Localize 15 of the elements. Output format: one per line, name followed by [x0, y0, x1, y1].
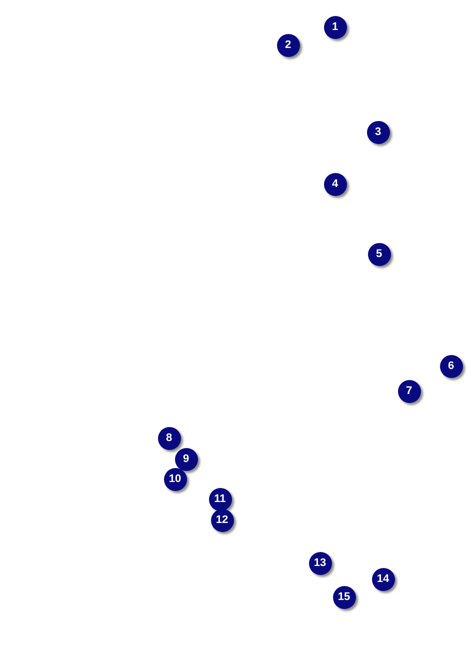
callout-number: 13	[308, 552, 332, 574]
callout-number: 11	[208, 488, 232, 510]
callout-number: 8	[158, 426, 180, 450]
callout-number: 12	[210, 508, 234, 532]
callout-number: 6	[440, 354, 462, 378]
callout-number: 5	[368, 242, 390, 266]
callout-number: 15	[332, 586, 356, 608]
callout-number: 2	[276, 34, 300, 56]
callout-number: 1	[324, 16, 346, 38]
callout-number: 14	[372, 568, 394, 590]
callout-number: 10	[164, 468, 186, 490]
callout-number: 7	[398, 380, 420, 402]
callout-number: 4	[324, 172, 346, 196]
callout-number: 9	[174, 448, 198, 470]
callout-number: 3	[366, 120, 390, 144]
